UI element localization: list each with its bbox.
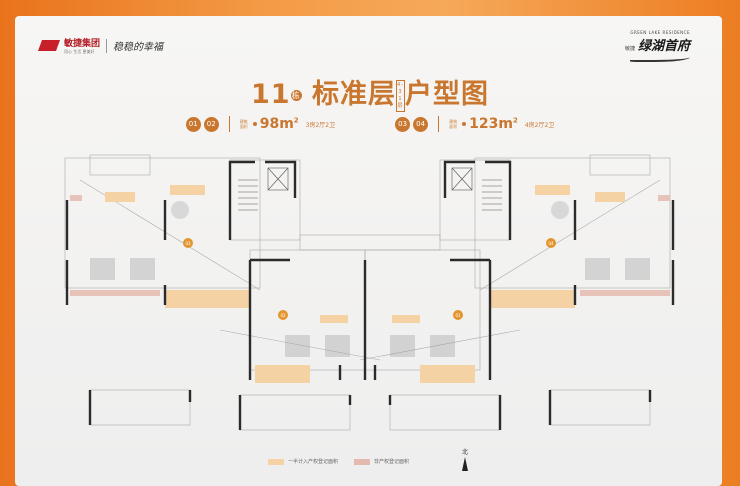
- unit-marker-label: 04: [548, 241, 554, 246]
- balconies-half-area: [105, 185, 625, 383]
- north-arrow: 北: [462, 447, 468, 471]
- developer-name: 敏捷集团: [64, 39, 101, 49]
- unit-badge: 01: [185, 116, 201, 132]
- legend-label: 非产权登记面积: [374, 459, 410, 465]
- logo-divider: [106, 38, 108, 53]
- unit-badge: 04: [413, 116, 429, 132]
- slogan: 稳稳的幸福: [113, 42, 164, 53]
- area-unit: m: [498, 116, 513, 132]
- area-unit: m: [279, 116, 294, 132]
- bullet-icon: [462, 122, 467, 126]
- project-prefix: 敏捷: [624, 46, 635, 52]
- area-value: 98m2: [259, 116, 299, 132]
- non-title-areas: [70, 195, 670, 296]
- project-logo-swoosh-icon: [630, 54, 690, 62]
- unit-marker-label: 03: [185, 241, 191, 246]
- legend-item-non-title: 非产权登记面积: [354, 458, 409, 465]
- unit-marker: [183, 238, 193, 248]
- bullet-icon: [252, 122, 257, 126]
- developer-logo-icon: [37, 40, 61, 51]
- legend-swatch: [354, 458, 371, 465]
- unit-type-b: 03 04 建筑面积 123m2 4房2厅2卫: [395, 116, 554, 132]
- area-value: 123m2: [469, 116, 518, 132]
- structural-walls: [65, 160, 675, 430]
- unit-markers: 03 02 01 04: [183, 238, 556, 320]
- unit-marker: [278, 310, 288, 320]
- unit-badge: 03: [395, 116, 411, 132]
- unit-marker: [453, 310, 463, 320]
- unit-marker: [546, 238, 556, 248]
- developer-logo: 敏捷集团 用心 生活 更美好 稳稳的幸福: [37, 36, 164, 55]
- area-label: 建筑面积: [239, 119, 248, 129]
- title-main: 标准层: [311, 79, 396, 110]
- developer-tagline: 用心 生活 更美好: [64, 49, 95, 54]
- project-en-name: GREEN LAKE RESIDENCE: [630, 30, 690, 35]
- north-label: 北: [462, 449, 469, 456]
- room-layout: 4房2厅2卫: [524, 121, 555, 129]
- furniture: [90, 201, 650, 357]
- page-title: 11栋 标准层4-31层户型图: [0, 72, 740, 112]
- unit-marker-label: 01: [455, 313, 461, 318]
- floor-plan: 03 02 01 04: [64, 154, 675, 431]
- divider: [438, 116, 440, 132]
- building-unit: 栋: [290, 90, 302, 101]
- divider: [228, 116, 230, 132]
- project-name: 绿湖首府: [637, 39, 690, 54]
- title-suffix: 户型图: [404, 79, 489, 110]
- area-label: 建筑面积: [449, 119, 458, 129]
- legend-swatch: [268, 458, 284, 465]
- unit-type-a: 01 02 建筑面积 98m2 3房2厅2卫: [185, 116, 336, 132]
- floor-range: 4-31层: [395, 79, 405, 112]
- plan-outlines: [64, 154, 671, 431]
- legend-item-half-area: 一半计入产权登记面积: [268, 458, 338, 465]
- building-number: 11: [251, 79, 291, 110]
- unit-marker-label: 02: [280, 313, 286, 318]
- unit-type-summary: 01 02 建筑面积 98m2 3房2厅2卫 03 04 建筑面积 123m2 …: [0, 116, 740, 132]
- legend-label: 一半计入产权登记面积: [288, 459, 339, 465]
- room-layout: 3房2厅2卫: [305, 121, 336, 129]
- project-logo: GREEN LAKE RESIDENCE 敏捷绿湖首府: [625, 30, 690, 62]
- area-number: 123: [469, 116, 499, 132]
- area-number: 98: [259, 116, 280, 132]
- poster-card: [15, 16, 722, 486]
- north-arrow-icon: [462, 457, 468, 471]
- legend: 一半计入产权登记面积 非产权登记面积: [268, 458, 409, 465]
- stairs-and-elevators: [238, 167, 502, 211]
- unit-badge: 02: [203, 116, 219, 132]
